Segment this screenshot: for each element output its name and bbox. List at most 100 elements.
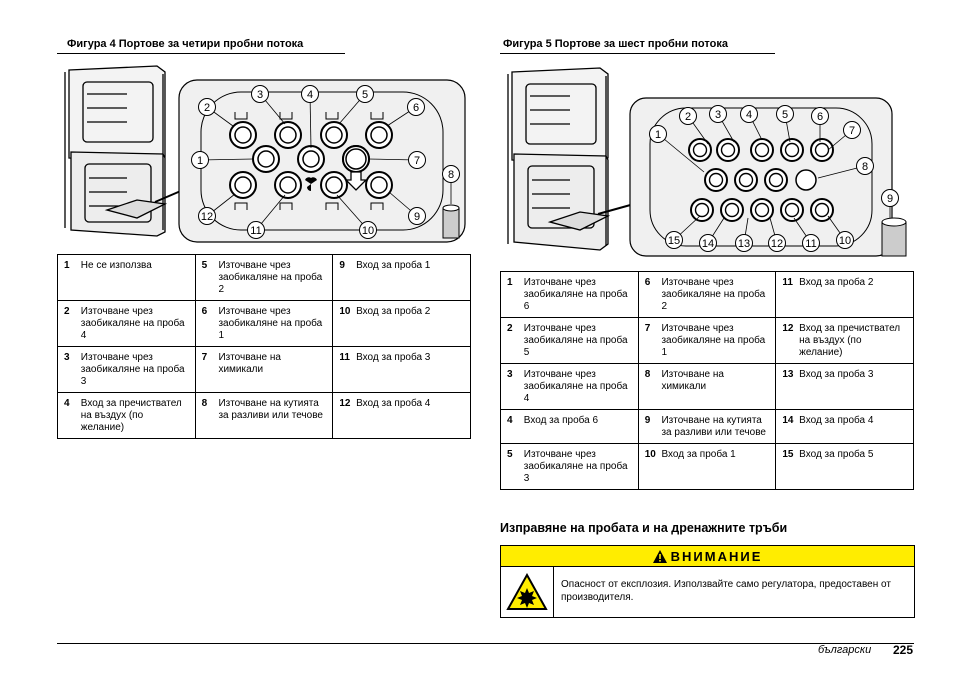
callout-number: 10 — [362, 225, 374, 237]
port-ring — [784, 142, 800, 158]
callout-number: 13 — [738, 238, 750, 250]
callout-circle — [408, 151, 426, 169]
callout-leader — [309, 93, 312, 149]
legend-text: Източване чрез заобикаляне на проба 2 — [218, 260, 323, 295]
legend-number: 7 — [201, 352, 208, 363]
legend-cell: 1 Източване чрез заобикаляне на проба 6 — [500, 271, 639, 318]
legend-text: Вход за проба 2 — [356, 306, 431, 317]
legend-number: 3 — [64, 352, 70, 363]
port-fittings — [688, 138, 834, 222]
legend-cell: 3 Източване чрез заобикаляне на проба 4 — [500, 363, 639, 410]
legend-cell: 9 Вход за проба 1 — [332, 254, 471, 301]
legend-number: 11 — [782, 277, 793, 288]
page-number: 225 — [893, 643, 914, 657]
legend-number: 15 — [782, 449, 794, 460]
legend-number: 8 — [201, 398, 208, 409]
callout-number: 6 — [413, 102, 419, 114]
legend-number: 1 — [64, 260, 70, 271]
callout-number: 12 — [201, 211, 213, 223]
callout-circle — [811, 107, 829, 125]
legend-text: Източване на химикали — [661, 369, 724, 392]
legend-number: 9 — [644, 415, 651, 426]
callout-number: 9 — [414, 211, 420, 223]
footer-language: български — [818, 644, 872, 656]
legend-number: 4 — [64, 398, 70, 409]
callout-circle — [247, 221, 265, 239]
warning-header: ВНИМАНИЕ — [501, 546, 914, 567]
callout-circle — [251, 85, 269, 103]
air-purge-port — [795, 169, 817, 191]
callout-number: 8 — [448, 169, 454, 181]
legend-cell: 13 Вход за проба 3 — [775, 363, 914, 410]
legend-cell: 8 Източване на кутията за разливи или те… — [194, 392, 334, 439]
callout-leader — [657, 133, 705, 173]
legend-text: Не се използва — [80, 260, 152, 271]
callout-circle — [836, 231, 854, 249]
legend-text: Източване чрез заобикаляне на проба 1 — [661, 323, 766, 358]
callout-number: 5 — [362, 89, 368, 101]
callout-number: 7 — [414, 155, 420, 167]
legend-cell: 11 Вход за проба 3 — [332, 346, 471, 393]
legend-text: Източване на кутията за разливи или течо… — [218, 398, 323, 421]
legend-number: 7 — [644, 323, 651, 334]
figure4-title: Фигура 4 Портове за четири пробни потока — [67, 38, 304, 50]
section-heading: Изправяне на пробата и на дренажните тръ… — [500, 521, 788, 535]
legend-cell: 15 Вход за проба 5 — [775, 443, 914, 490]
legend-cell: 2 Източване чрез заобикаляне на проба 5 — [500, 317, 639, 364]
warning-heading: ВНИМАНИЕ — [670, 548, 763, 564]
legend-cell: 5 Източване чрез заобикаляне на проба 3 — [500, 443, 639, 490]
figure5-title-rule — [500, 53, 775, 54]
callout-circle — [776, 105, 794, 123]
legend-cell: 11 Вход за проба 2 — [775, 271, 914, 318]
callout-number: 4 — [307, 89, 313, 101]
callout-number: 1 — [655, 129, 661, 141]
legend-text: Вход за проба 3 — [356, 352, 431, 363]
port-ring — [754, 202, 770, 218]
callout-circle — [699, 234, 717, 252]
callout-number: 5 — [782, 109, 788, 121]
legend-cell: 4 Вход за пречиствател на въздух (по жел… — [57, 392, 196, 439]
port-ring — [784, 202, 800, 218]
callout-circle — [649, 125, 667, 143]
explosion-hazard-icon — [506, 573, 548, 610]
legend-cell: 8 Източване на химикали — [637, 363, 777, 410]
legend-text: Вход за проба 1 — [661, 449, 736, 460]
port-ring — [708, 172, 724, 188]
legend-number: 13 — [782, 369, 794, 380]
callout-number: 15 — [668, 235, 680, 247]
callout-number: 11 — [805, 238, 816, 250]
legend-number: 5 — [507, 449, 513, 460]
callout-circle — [356, 85, 374, 103]
legend-cell: 12 Вход за пречиствател на въздух (по же… — [775, 317, 914, 364]
legend-cell: 9 Източване на кутията за разливи или те… — [637, 409, 777, 444]
port-ring — [814, 202, 830, 218]
legend-text: Източване чрез заобикаляне на проба 5 — [523, 323, 628, 358]
legend-cell: 6 Източване чрез заобикаляне на проба 1 — [194, 300, 334, 347]
port-ring — [720, 142, 736, 158]
legend-number: 6 — [201, 306, 208, 317]
callout-number: 11 — [250, 225, 261, 237]
port-ring — [738, 172, 754, 188]
port-markers — [234, 112, 384, 210]
callout-circle — [408, 207, 426, 225]
legend-cell: 3 Източване чрез заобикаляне на проба 3 — [57, 346, 196, 393]
callout-number: 3 — [257, 89, 263, 101]
legend-number: 8 — [644, 369, 651, 380]
legend-number: 2 — [64, 306, 70, 317]
legend-cell: 14 Вход за проба 4 — [775, 409, 914, 444]
legend-text: Вход за проба 4 — [356, 398, 431, 409]
callout-circle — [442, 165, 460, 183]
legend-cell: 7 Източване на химикали — [194, 346, 334, 393]
callout-circle — [407, 98, 425, 116]
callout-number: 6 — [817, 111, 823, 123]
callout-circle — [191, 151, 209, 169]
legend-cell: 4 Вход за проба 6 — [500, 409, 639, 444]
legend-text: Вход за проба 4 — [799, 415, 874, 426]
port-ring — [754, 142, 770, 158]
legend-number: 10 — [644, 449, 656, 460]
